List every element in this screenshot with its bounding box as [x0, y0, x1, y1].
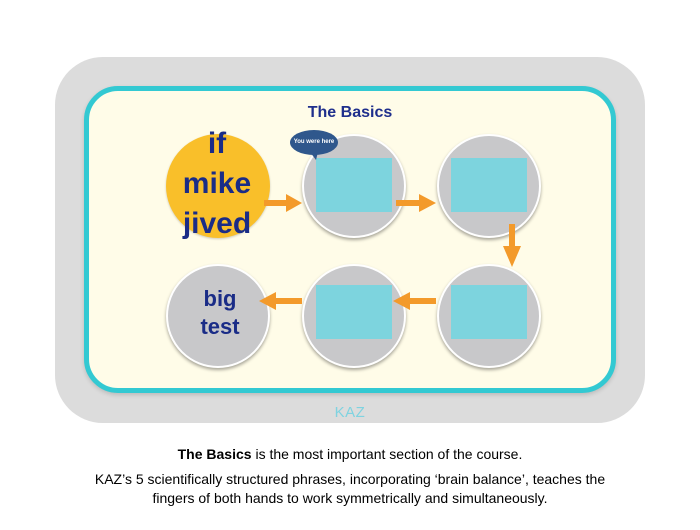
- you-were-here-bubble: You were here: [290, 130, 338, 155]
- step-box-1: [316, 158, 392, 212]
- start-line-2: mike: [182, 167, 252, 200]
- start-line-1: if: [207, 127, 227, 160]
- end-line-1: big: [203, 286, 237, 311]
- start-text: if mike jived: [170, 124, 264, 244]
- caption-line-2: KAZ’s 5 scientifically structured phrase…: [94, 471, 606, 487]
- end-text: big test: [168, 285, 272, 341]
- arrow-left-1: [393, 292, 436, 310]
- caption-rest: is the most important section of the cou…: [251, 446, 523, 462]
- end-circle: [166, 264, 270, 368]
- arrow-left-2: [259, 292, 302, 310]
- step-box-2: [451, 158, 527, 212]
- start-circle: [166, 134, 270, 238]
- arrow-down: [503, 224, 521, 267]
- caption-body: KAZ’s 5 scientifically structured phrase…: [0, 470, 700, 508]
- arrow-right-1: [264, 194, 302, 212]
- end-line-2: test: [200, 314, 240, 339]
- diagram-title: The Basics: [307, 104, 393, 121]
- caption-line-1: The Basics is the most important section…: [0, 446, 700, 462]
- step-box-3: [451, 285, 527, 339]
- step-box-4: [316, 285, 392, 339]
- caption-bold: The Basics: [177, 446, 252, 462]
- frame-label: KAZ: [334, 404, 366, 421]
- caption-line-3: fingers of both hands to work symmetrica…: [152, 490, 548, 506]
- start-line-3: jived: [182, 207, 252, 240]
- arrow-right-2: [396, 194, 436, 212]
